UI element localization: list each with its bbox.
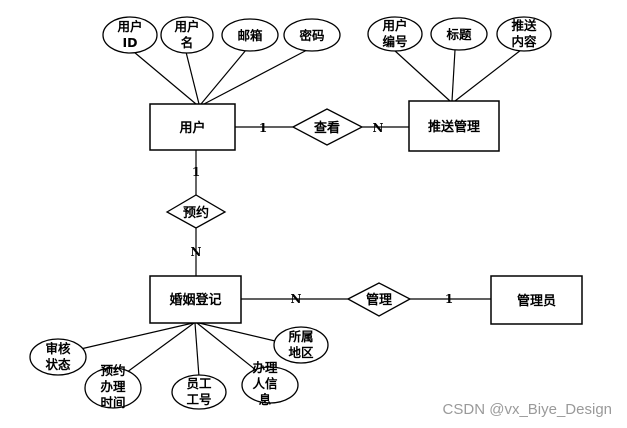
entity-marriage-registration: 婚姻登记 [149,275,242,324]
svg-text:密码: 密码 [298,28,324,43]
cardinality-marriage-manage: N [291,292,302,306]
svg-text:ID: ID [122,35,137,50]
svg-text:办理: 办理 [252,360,278,375]
svg-text:管理员: 管理员 [517,293,556,309]
svg-text:时间: 时间 [100,395,125,410]
attr-reserve-time: 预约 办理 时间 [84,363,142,410]
svg-text:用户: 用户 [178,120,205,136]
entity-user: 用户 [149,103,236,151]
svg-text:推送: 推送 [511,18,537,33]
svg-text:邮箱: 邮箱 [237,28,263,43]
cardinality-user-reserve: 1 [192,165,200,179]
svg-text:用户: 用户 [173,19,199,34]
svg-text:内容: 内容 [511,34,537,49]
svg-text:编号: 编号 [382,34,407,49]
attr-staff-no: 员工 工号 [171,374,227,410]
cardinality-view-push: N [373,121,384,135]
entity-admin: 管理员 [490,275,583,325]
svg-text:人信: 人信 [252,376,278,391]
attr-password: 密码 [283,18,341,52]
relationship-reserve: 预约 [165,194,227,229]
svg-text:预约: 预约 [183,205,209,221]
svg-text:息: 息 [259,392,272,407]
cardinality-manage-admin: 1 [445,292,453,306]
cardinality-reserve-marriage: N [191,245,202,259]
attr-region: 所属 地区 [273,326,329,364]
attr-user-name: 用户 名 [160,16,214,54]
relationship-manage: 管理 [346,282,412,317]
attr-push-title: 标题 [430,17,488,51]
svg-text:办理: 办理 [100,379,126,394]
attr-handler-info: 办理 人信 息 [241,360,299,407]
svg-text:状态: 状态 [45,357,71,372]
svg-text:工号: 工号 [186,392,211,407]
svg-text:推送管理: 推送管理 [428,119,480,135]
svg-text:审核: 审核 [45,341,71,356]
cardinality-user-view: 1 [259,121,267,135]
attr-push-user-no: 用户 编号 [367,16,423,52]
entity-push-management: 推送管理 [408,100,500,152]
svg-text:用户: 用户 [116,19,142,34]
svg-text:查看: 查看 [313,120,340,136]
relationship-view: 查看 [291,108,364,146]
svg-text:管理: 管理 [366,292,392,308]
svg-text:地区: 地区 [288,345,314,360]
watermark: CSDN @vx_Biye_Design [443,401,612,418]
svg-text:婚姻登记: 婚姻登记 [169,292,221,308]
attr-user-id: 用户 ID [102,16,158,54]
connector-lines [71,49,522,379]
svg-text:用户: 用户 [381,18,407,33]
svg-text:预约: 预约 [100,363,125,378]
svg-text:标题: 标题 [445,27,472,42]
svg-text:名: 名 [181,35,194,50]
attr-push-content: 推送 内容 [496,16,552,52]
svg-text:所属: 所属 [288,329,313,344]
attr-audit-status: 审核 状态 [29,338,87,376]
svg-text:员工: 员工 [186,376,212,391]
attr-email: 邮箱 [221,18,279,52]
